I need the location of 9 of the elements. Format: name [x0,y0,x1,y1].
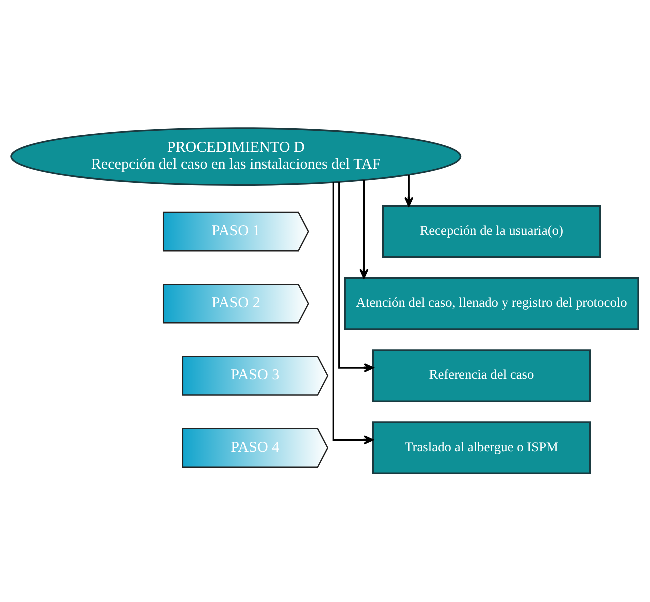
arrow [332,182,374,445]
node-box: Traslado al albergue o ISPM [372,422,592,474]
arrow [404,175,414,207]
arrow [360,180,369,279]
node-box: Referencia del caso [372,350,592,402]
node-box: Recepción de la usuaria(o) [382,205,602,258]
node-box: Atención del caso, llenado y registro del protocolo [344,277,640,330]
node-ellipse: PROCEDIMIENTO D Recepción del caso en las instalaciones del TAF [10,128,462,186]
arrow [338,182,374,373]
